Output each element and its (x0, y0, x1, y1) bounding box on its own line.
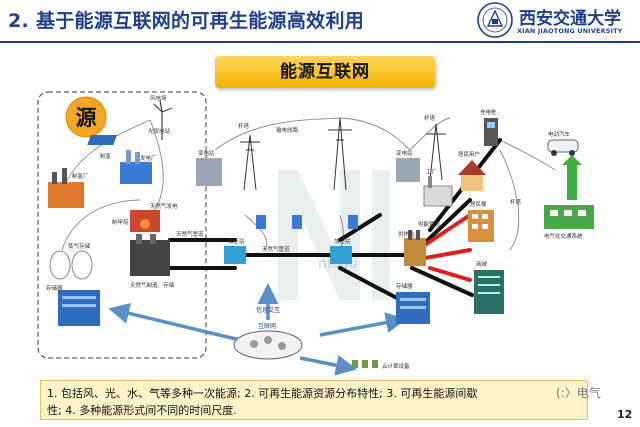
university-seal-icon (477, 2, 513, 38)
university-name-cn: 西安交通大学 (519, 9, 621, 29)
label-supply-pipe: 供能管道 (418, 220, 441, 228)
label-heating: 供热站 (398, 230, 415, 238)
label-internet: 互联网 (258, 322, 276, 330)
diagram-banner: 能源互联网 (215, 56, 435, 88)
gas-storage-tank-icon (49, 250, 93, 280)
label-residential: 居民用户 (458, 150, 480, 158)
gas-power-plant-icon (130, 210, 160, 232)
gas-production-icon (130, 234, 170, 276)
heating-station-icon (404, 230, 426, 266)
info-arrows (108, 283, 407, 376)
wind-turbine-icon (153, 99, 173, 140)
source-circle (65, 96, 107, 138)
label-gas-pipeline-2: 天然气管道 (262, 245, 290, 253)
label-pole-1: 杆塔 (238, 122, 250, 130)
label-ev: 电动汽车 (548, 130, 571, 138)
caption-line-1: 1. 包括风、光、水、气等多种一次能源; 2. 可再生能源资源分布特性; 3. … (47, 387, 478, 400)
label-storage-right: 存储器 (396, 282, 413, 290)
charging-pile-icon (484, 118, 498, 146)
slide-header: 2. 基于能源互联网的可再生能源高效利用 西安交通大学 XIAN JIAOTON… (0, 0, 640, 40)
label-cloud: 云计算设备 (382, 362, 410, 370)
caption-box: 1. 包括风、光、水、气等多种一次能源; 2. 可再生能源资源分布特性; 3. … (40, 380, 588, 420)
label-wind-power: 风电场 (150, 94, 167, 102)
header-divider (0, 41, 640, 43)
label-substation-2: 变电站 (396, 149, 413, 157)
relay-tower-icon (256, 215, 358, 229)
caption-line-2: 性; 4. 多种能源形式间不同的时间尺度. (47, 404, 237, 417)
internet-cloud-icon (233, 330, 303, 360)
label-commercial: 商城 (476, 260, 488, 268)
cloud-computing-icon (352, 360, 378, 368)
substation-icon (196, 158, 420, 186)
label-transmission-line: 输电线路 (276, 126, 299, 134)
label-storage-left: 存储器 (46, 284, 63, 292)
label-factory: 工厂 (426, 169, 438, 176)
wechat-watermark: (:〉电气 (556, 386, 601, 400)
electric-car-icon (547, 139, 579, 156)
solar-panel-icon (87, 135, 117, 145)
label-pv-power: 光伏电站 (148, 127, 171, 135)
label-substation-1: 变电站 (198, 149, 215, 157)
label-hydrogen-plant: 制氢厂 (72, 172, 89, 180)
residential-house-icon (458, 160, 486, 191)
label-pole-3: 杆塔 (510, 198, 522, 206)
hydrogen-factory-icon (48, 168, 84, 208)
ev-system-icon (544, 205, 594, 229)
source-region-frame (37, 91, 207, 359)
label-ev-system: 电气化交通系统 (544, 232, 583, 240)
label-gas-production: 天然气制造、存储 (130, 281, 175, 289)
storage-right-icon (396, 292, 430, 324)
heat-lines (423, 213, 472, 282)
label-residential-building: 居民楼 (470, 200, 487, 208)
pylon-icon (240, 117, 446, 191)
ev-system-arrow (562, 155, 582, 200)
label-methane-making: 制甲烷 (112, 218, 129, 226)
label-gas-storage: 蒸气存储 (68, 242, 91, 250)
label-hydrogen-making: 制氢 (100, 152, 112, 160)
university-logo: 西安交通大学 XIAN JIAOTONG UNIVERSITY (477, 2, 637, 40)
pressurizing-station-icon (224, 246, 352, 264)
university-name-en: XIAN JIAOTONG UNIVERSITY (517, 27, 623, 35)
label-gas-pipeline-1: 天然气管道 (176, 230, 204, 238)
source-char: 源 (76, 106, 97, 130)
label-pole-2: 杆塔 (424, 114, 436, 122)
label-info-exchange: 信息交互 (256, 306, 280, 314)
label-pressurizing-1: 加压站 (228, 237, 245, 245)
label-pressurizing-2: 加压站 (334, 237, 351, 245)
power-plant-icon (120, 150, 152, 184)
label-charging-pile: 充电桩 (480, 108, 497, 116)
commercial-tower-icon (474, 270, 504, 314)
factory-icon (423, 176, 453, 207)
banner-title: 能源互联网 (280, 62, 370, 82)
storage-building-icon (58, 290, 100, 326)
label-gas-power: 天然气发电 (150, 202, 178, 210)
label-power-plant: 发电厂 (140, 154, 157, 162)
slide-title: 2. 基于能源互联网的可再生能源高效利用 (8, 10, 365, 32)
residential-building-icon (468, 210, 494, 242)
page-number: 12 (617, 408, 633, 421)
